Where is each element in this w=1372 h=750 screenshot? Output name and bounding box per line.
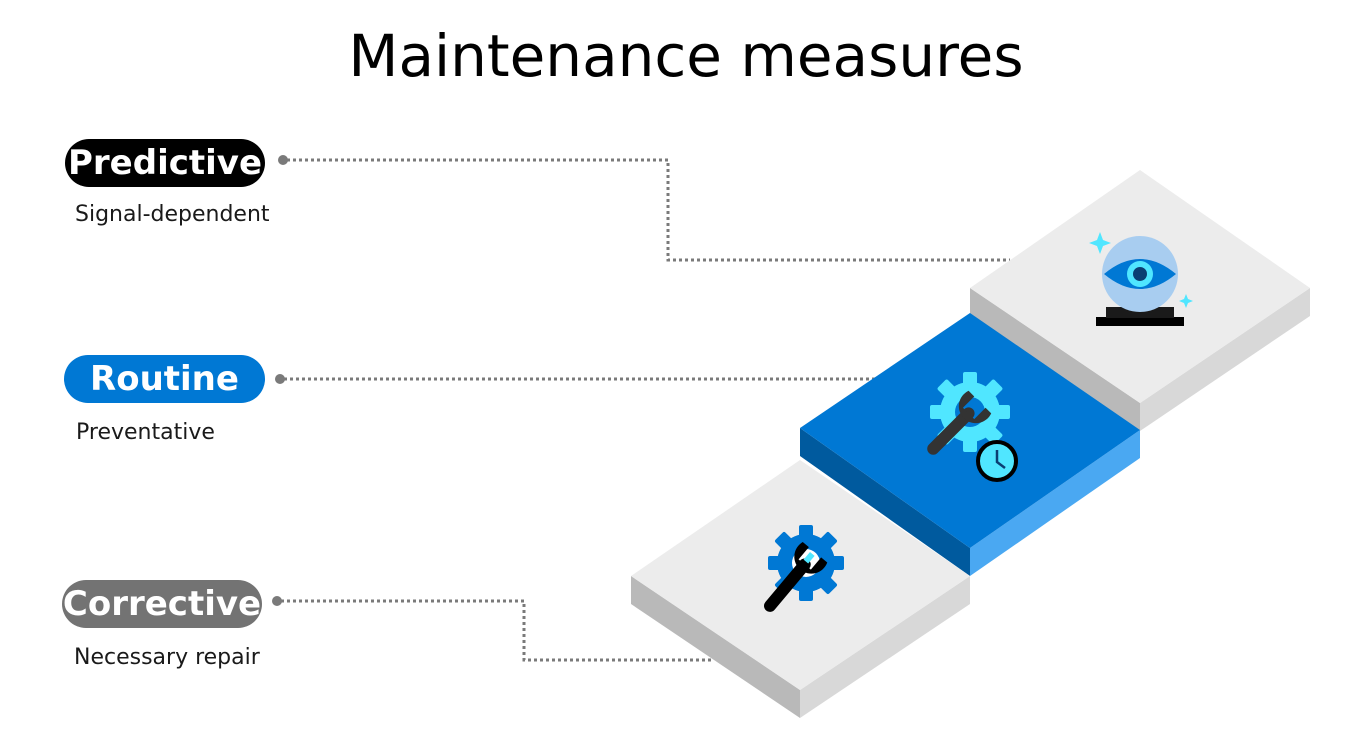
routine-pill: Routine (64, 355, 265, 403)
routine-description: Preventative (76, 420, 215, 445)
connector-dot-predictive (278, 155, 288, 165)
predictive-pill: Predictive (65, 139, 265, 187)
connector-corrective (281, 599, 712, 662)
crystal-ball-eye-icon (1089, 232, 1193, 326)
gear-wrench-clock-icon (927, 372, 1018, 482)
connector-dot-routine (275, 374, 285, 384)
predictive-description: Signal-dependent (75, 202, 270, 227)
page-title: Maintenance measures (348, 22, 1024, 90)
connector-dot-corrective (272, 596, 282, 606)
connector-predictive (287, 158, 1010, 262)
corrective-description: Necessary repair (74, 645, 260, 670)
gear-wrench-icon (764, 525, 844, 612)
corrective-pill: Corrective (62, 580, 262, 628)
